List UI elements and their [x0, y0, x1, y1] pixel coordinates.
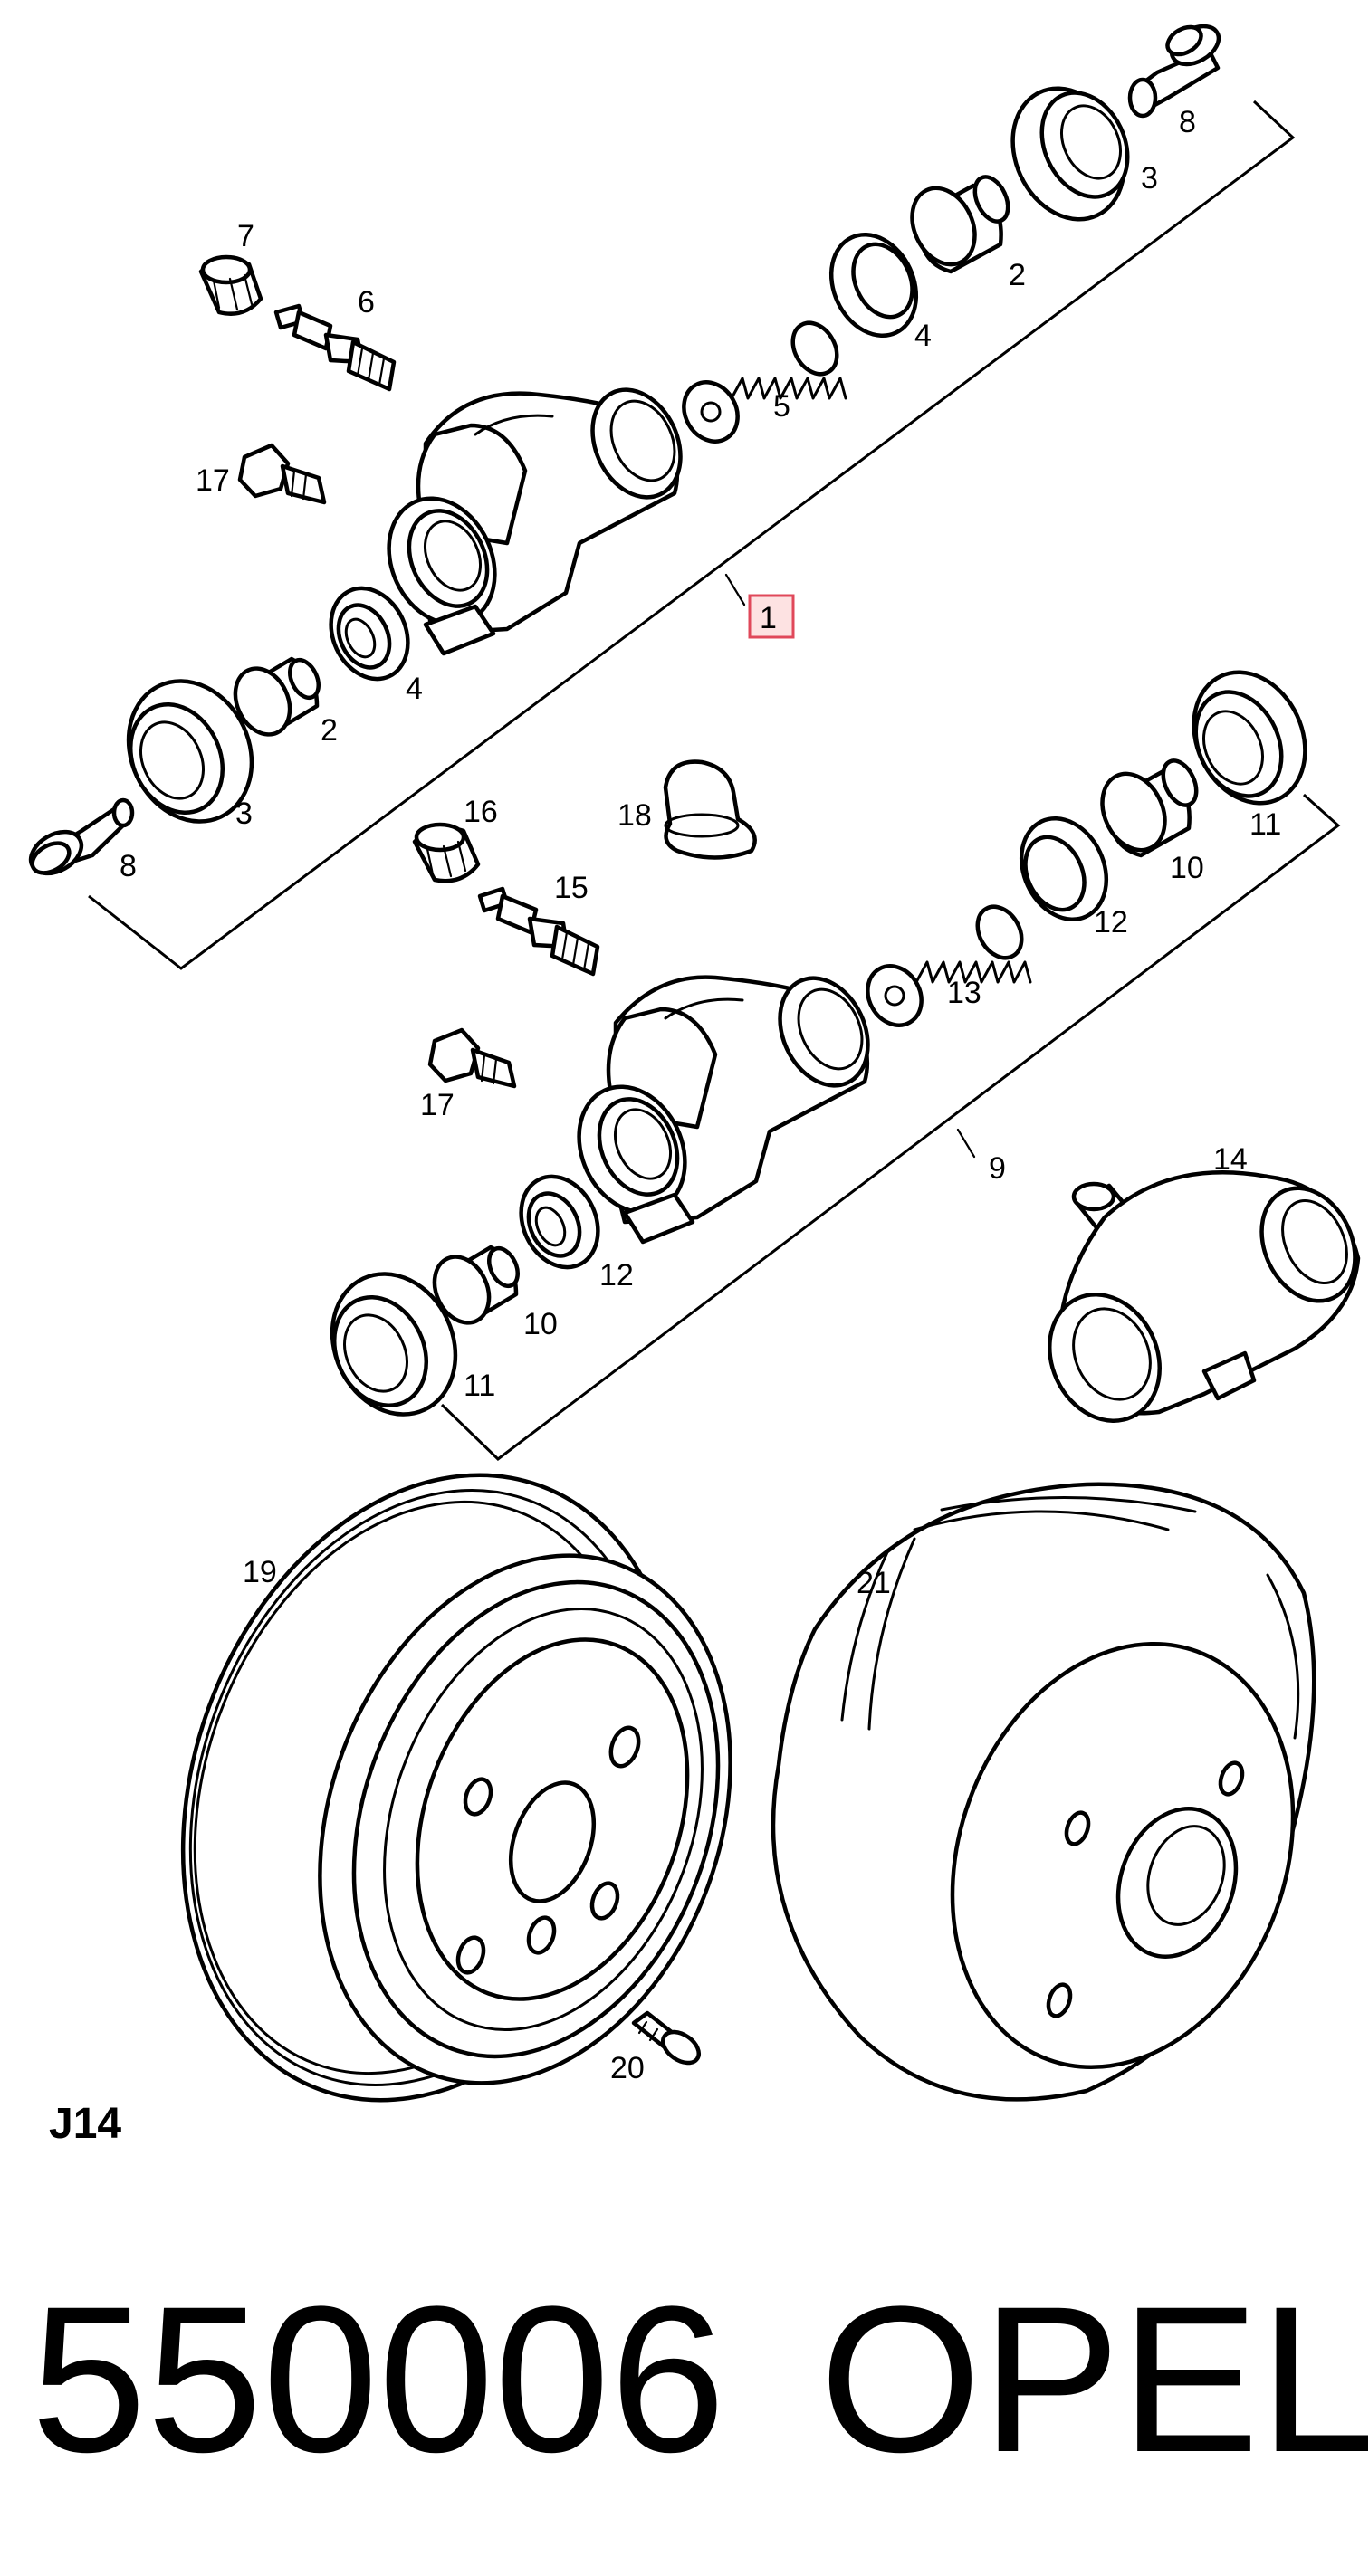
label-10-lower: 10 — [523, 1307, 558, 1341]
page-code: J14 — [49, 2100, 121, 2148]
label-13: 13 — [947, 976, 981, 1010]
spring-5-upper — [682, 320, 847, 444]
label-8-upper: 8 — [1179, 105, 1196, 139]
dust-cap-11-upper — [1192, 670, 1307, 806]
brake-drum-19 — [180, 1473, 732, 2103]
label-20: 20 — [610, 2051, 645, 2085]
wheel-cylinder-body-1 — [387, 387, 683, 656]
dust-cap-3-upper — [1010, 86, 1130, 222]
piston-10-upper — [1100, 758, 1199, 858]
label-11-upper: 11 — [1249, 807, 1281, 842]
part-number: 550006 — [31, 2263, 726, 2495]
label-9: 9 — [989, 1151, 1006, 1186]
label-4-lower: 4 — [406, 672, 423, 706]
bleed-screw-15 — [477, 886, 600, 977]
label-12-lower: 12 — [599, 1258, 634, 1293]
brake-drum-21 — [771, 1482, 1316, 2102]
label-19: 19 — [243, 1555, 277, 1589]
highlight-box-1 — [748, 594, 795, 639]
label-6: 6 — [358, 285, 375, 320]
label-10-upper: 10 — [1170, 851, 1204, 885]
label-2-lower: 2 — [321, 713, 338, 748]
label-17-upper: 17 — [196, 463, 230, 498]
wheel-cylinder-body-9 — [577, 975, 870, 1245]
bleed-bolt-8-upper — [1127, 24, 1221, 119]
seal-12-upper — [1019, 816, 1109, 922]
spring-13 — [866, 904, 1032, 1027]
bleed-cap-16 — [412, 822, 481, 883]
bleed-cap-7-upper — [198, 254, 263, 316]
bleed-bolt-8-lower — [28, 797, 135, 876]
piston-2-lower-left — [233, 656, 321, 737]
bleed-screw-6-upper — [273, 303, 397, 392]
seal-4-lower-left — [329, 586, 410, 682]
bracket-assembly-1 — [88, 100, 1296, 970]
label-12-upper: 12 — [1094, 905, 1128, 940]
piston-2-upper — [910, 175, 1010, 274]
brand-name: OPEL — [819, 2263, 1369, 2495]
label-15: 15 — [554, 871, 589, 905]
label-2-upper: 2 — [1009, 258, 1026, 292]
dust-cap-11-lower — [330, 1272, 458, 1417]
label-3-upper: 3 — [1141, 161, 1158, 196]
label-4-upper: 4 — [914, 319, 932, 353]
mounting-screw-17-upper — [237, 443, 327, 505]
drum-screw-20 — [631, 2010, 701, 2066]
seal-4-upper — [828, 232, 919, 339]
label-17-lower: 17 — [420, 1088, 455, 1122]
rubber-cap-18 — [663, 759, 757, 860]
label-16: 16 — [464, 795, 498, 829]
bracket-assembly-9 — [440, 793, 1341, 1461]
label-11-lower: 11 — [464, 1369, 495, 1403]
callout-labels: 1 2 2 3 3 4 4 5 6 7 8 8 9 10 10 11 11 12… — [120, 105, 1281, 2085]
label-21: 21 — [857, 1566, 891, 1600]
dust-cap-3-lower-left — [126, 679, 254, 824]
mounting-screw-17-lower — [427, 1027, 517, 1089]
seal-12-lower — [519, 1174, 600, 1270]
label-1: 1 — [760, 601, 777, 635]
label-7: 7 — [237, 219, 254, 253]
label-3-lower: 3 — [235, 797, 253, 831]
wheel-cylinder-14 — [1048, 1170, 1361, 1423]
piston-10-lower — [432, 1245, 520, 1325]
label-18: 18 — [617, 798, 652, 833]
label-14: 14 — [1213, 1142, 1248, 1177]
label-5: 5 — [773, 389, 790, 424]
label-8-lower: 8 — [120, 849, 137, 883]
